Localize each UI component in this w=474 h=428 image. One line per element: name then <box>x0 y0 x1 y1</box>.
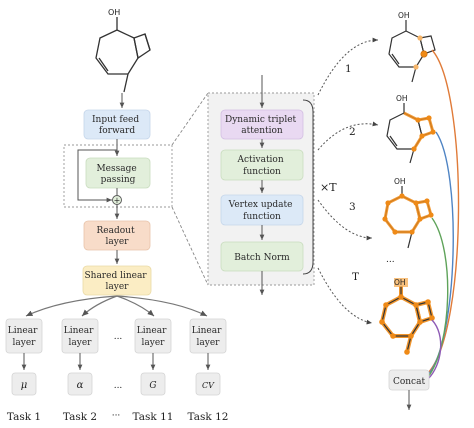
concat-curves <box>427 49 460 380</box>
task-12-label: Task 12 <box>188 411 229 423</box>
molecule-step-3: OH <box>382 177 434 249</box>
message-passing-group <box>63 144 173 208</box>
input-oh-label: OH <box>108 8 120 17</box>
step-label-t: T <box>352 271 359 283</box>
task-ellipsis: ··· <box>112 411 121 421</box>
task-head-1: Linear layer <box>5 318 43 354</box>
head-output-arrows <box>21 353 211 370</box>
sum-plus: + <box>114 196 121 205</box>
svg-text:OH: OH <box>394 177 406 186</box>
task-head-2: Linear layer <box>61 318 99 354</box>
task-branches <box>25 295 208 317</box>
activation-function-label: Activation function <box>236 155 286 177</box>
svg-text:Linear layer: Linear layer <box>8 326 41 348</box>
message-passing-label: Message passing <box>96 164 139 185</box>
svg-text:G: G <box>149 381 156 391</box>
sum-node <box>112 195 122 205</box>
molecule-step-2: OH <box>386 94 436 164</box>
task-head-11: Linear layer <box>134 318 172 354</box>
svg-text:Linear layer: Linear layer <box>64 326 97 348</box>
output-g: G <box>140 372 166 396</box>
task-2-label: Task 2 <box>63 411 97 423</box>
svg-text:μ: μ <box>21 380 28 391</box>
task-1-label: Task 1 <box>7 411 41 423</box>
residual-connection <box>77 149 117 203</box>
output-ellipsis: ... <box>114 381 123 391</box>
input-molecule <box>95 17 151 93</box>
batch-norm-label: Batch Norm <box>234 253 290 263</box>
step-arrows <box>317 37 379 325</box>
task-head-12: Linear layer <box>189 318 227 354</box>
svg-text:Linear layer: Linear layer <box>137 326 170 348</box>
svg-text:OH: OH <box>394 278 406 287</box>
output-mu: μ <box>11 372 37 396</box>
task-head-ellipsis: ... <box>114 332 123 342</box>
message-passing-box <box>85 157 151 189</box>
molecule-step-t: OH <box>379 278 435 355</box>
shared-linear-layer-label: Shared linear layer <box>84 271 149 292</box>
concat-label: Concat <box>393 377 426 387</box>
svg-text:Linear layer: Linear layer <box>192 326 225 348</box>
dynamic-triplet-attention-label: Dynamic triplet attention <box>225 115 299 136</box>
input-feed-forward-label: Input feed forward <box>92 115 142 136</box>
svg-text:α: α <box>77 380 84 391</box>
step-label-2: 2 <box>349 126 356 138</box>
step-label-3: 3 <box>349 201 356 213</box>
repeat-label: ×T <box>320 181 337 194</box>
vertex-update-function-label: Vertex update function <box>228 200 296 222</box>
task-11-label: Task 11 <box>133 411 174 423</box>
shared-linear-layer-box <box>82 265 152 296</box>
output-alpha: α <box>67 372 93 396</box>
zoom-lines <box>171 92 209 286</box>
svg-text:CV: CV <box>202 381 215 390</box>
svg-text:OH: OH <box>398 11 410 20</box>
step-ellipsis: ... <box>386 255 395 265</box>
repeat-bracket <box>302 99 314 275</box>
readout-layer-label: Readout layer <box>97 226 138 247</box>
output-cv: CV <box>195 372 221 396</box>
molecule-step-1: OH <box>388 11 436 83</box>
step-label-1: 1 <box>345 63 352 75</box>
svg-text:OH: OH <box>396 94 408 103</box>
